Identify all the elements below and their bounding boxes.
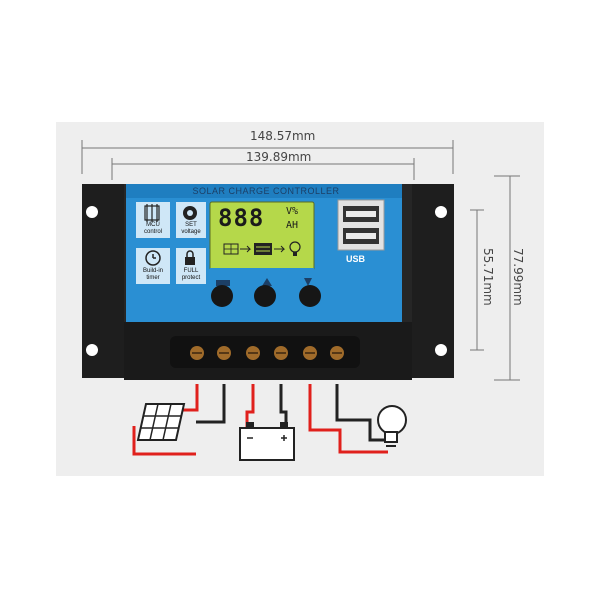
controller-title: SOLAR CHARGE CONTROLLER (192, 186, 340, 196)
chip-icon (144, 204, 160, 222)
lcd-units-top: V% (286, 206, 299, 217)
solar-panel-icon (136, 403, 186, 441)
mount-hole (435, 344, 447, 356)
lcd-arrow-icon (240, 245, 252, 253)
lcd-digits: 888 (218, 204, 265, 232)
control-buttons (211, 285, 321, 307)
mount-hole (86, 344, 98, 356)
battery-icon (239, 422, 295, 461)
inner-height-label: 55.71mm (481, 248, 495, 306)
height-dimension-lines (470, 175, 520, 381)
inner-width-label: 139.89mm (246, 150, 312, 164)
terminal-screws (190, 346, 344, 360)
down-button (299, 285, 321, 307)
terminal-block (124, 322, 412, 380)
lcd-display (209, 201, 315, 276)
gear-icon (183, 206, 197, 220)
lcd-arrow-icon (274, 245, 286, 253)
usb-ports (337, 199, 385, 251)
clock-icon (145, 250, 161, 266)
timer-label: Build-in timer (142, 268, 163, 281)
outer-height-label: 77.99mm (511, 248, 525, 306)
set-label: SET voltage (181, 222, 201, 235)
usb-label: USB (346, 254, 366, 264)
protect-label: FULL protect (181, 268, 201, 281)
lcd-battery-icon (254, 243, 272, 255)
warning-icon (262, 278, 272, 286)
lcd-units-bottom: AH (286, 220, 299, 231)
mount-hole (86, 206, 98, 218)
width-dimension-lines (81, 140, 454, 180)
lock-icon (185, 250, 195, 265)
load-icon (304, 278, 312, 286)
menu-button (211, 285, 233, 307)
bulb-icon (377, 405, 407, 447)
status-indicators (216, 278, 312, 286)
outer-width-label: 148.57mm (250, 129, 316, 143)
mount-hole (435, 206, 447, 218)
up-button (254, 285, 276, 307)
mcu-label: MCU control (143, 222, 162, 235)
